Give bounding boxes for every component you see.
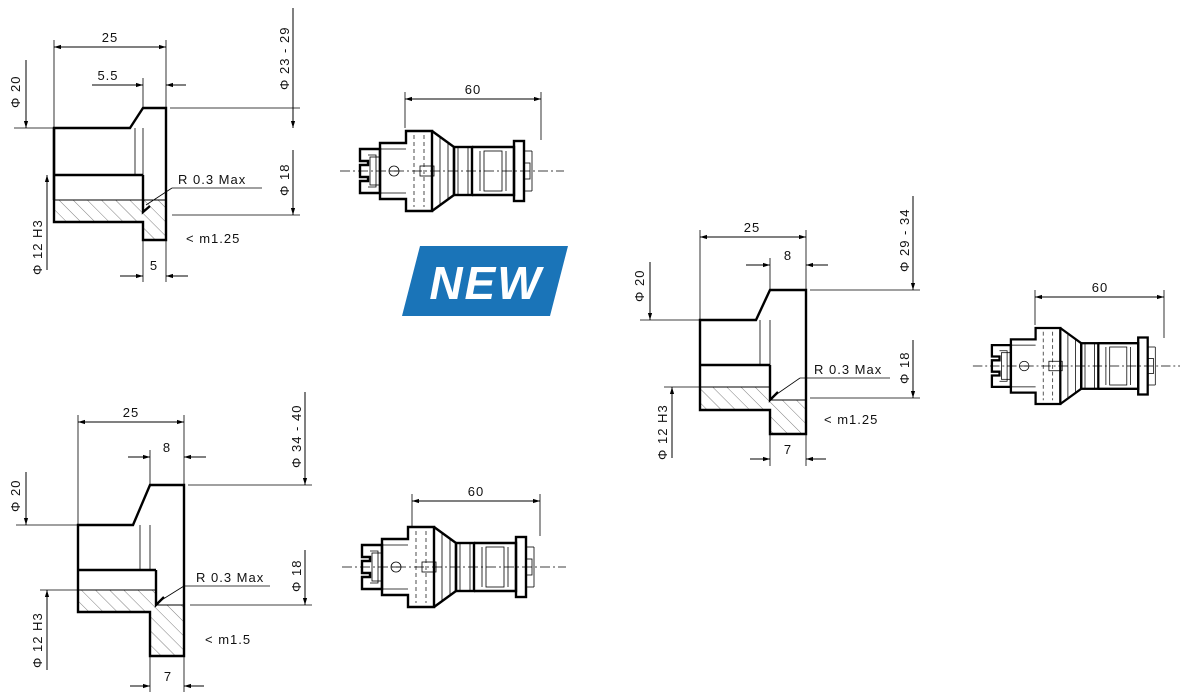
label-radius: R 0.3 Max — [178, 172, 246, 187]
label-thread: < m1.5 — [205, 632, 251, 647]
dim-flange-width: 5 — [150, 258, 158, 273]
label-radius: R 0.3 Max — [814, 362, 882, 377]
label-thread: < m1.25 — [824, 412, 878, 427]
new-badge-label: NEW — [429, 257, 543, 309]
dim-inner-width: 8 — [784, 248, 792, 263]
dim-assembly-length: 60 — [468, 484, 484, 499]
dim-overall-length: 25 — [102, 30, 118, 45]
dim-inner-width: 8 — [163, 440, 171, 455]
label-radius: R 0.3 Max — [196, 570, 264, 585]
dim-assembly-length: 60 — [1092, 280, 1108, 295]
dim-bore: Φ 12 H3 — [655, 404, 670, 460]
dim-flange-width: 7 — [164, 669, 172, 684]
dim-assembly-length: 60 — [465, 82, 481, 97]
dim-collar-diameter: Φ 18 — [289, 560, 304, 592]
new-badge: NEW — [401, 240, 571, 320]
dim-overall-length: 25 — [123, 405, 139, 420]
part-drawing-right: 25 8 Φ 29 - 34 Φ 20 Φ 18 Φ 12 H3 R 0.3 M… — [632, 196, 920, 466]
dim-body-diameter: Φ 20 — [8, 480, 23, 512]
dim-collar-diameter: Φ 18 — [277, 164, 292, 196]
dim-bore: Φ 12 H3 — [30, 219, 45, 275]
dim-collar-diameter: Φ 18 — [897, 352, 912, 384]
assembly-drawing-right: 60 — [971, 280, 1180, 406]
part-drawing-bottom-left: 25 8 Φ 34 - 40 Φ 20 Φ 18 Φ 12 H3 R 0.3 M… — [8, 392, 312, 692]
dim-body-diameter: Φ 20 — [8, 76, 23, 108]
dim-overall-length: 25 — [744, 220, 760, 235]
dim-inner-width: 5.5 — [97, 68, 118, 83]
dim-bore: Φ 12 H3 — [30, 612, 45, 668]
dim-flange-diameter: Φ 29 - 34 — [897, 209, 912, 272]
label-thread: < m1.25 — [186, 231, 240, 246]
dim-flange-diameter: Φ 34 - 40 — [289, 405, 304, 468]
part-drawing-top-left: 25 5.5 Φ 23 - 29 Φ 20 Φ 18 Φ 12 H3 R 0.3… — [8, 8, 300, 282]
assembly-drawing-top-center: 60 — [338, 82, 566, 213]
assembly-drawing-bottom-center: 60 — [340, 484, 568, 609]
dim-flange-diameter: Φ 23 - 29 — [277, 27, 292, 90]
new-badge-graphic — [402, 246, 568, 316]
dim-body-diameter: Φ 20 — [632, 270, 647, 302]
dim-flange-width: 7 — [784, 442, 792, 457]
